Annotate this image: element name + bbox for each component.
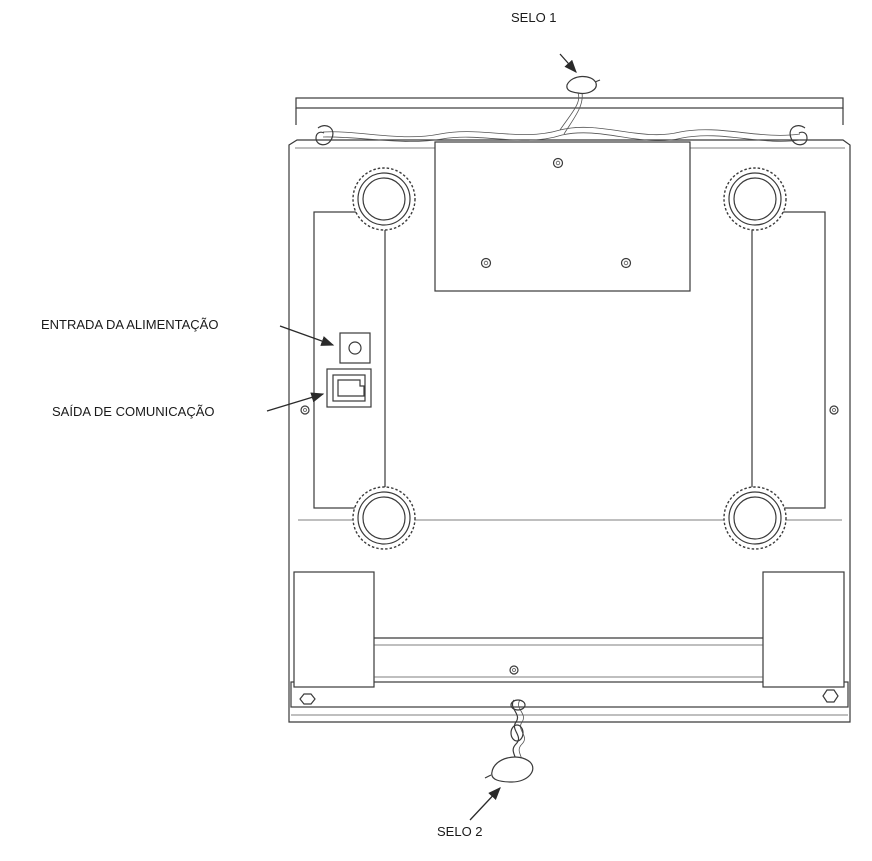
right-side-panel [751, 211, 826, 509]
bottom-right-block [762, 571, 845, 688]
comm-output-label: SAÍDA DE COMUNICAÇÃO [52, 404, 215, 419]
comm-output-arrow [266, 392, 325, 412]
seal-2-label: SELO 2 [437, 824, 483, 839]
bottom-right-corner-hole [822, 689, 839, 703]
bottom-left-corner-hole [299, 693, 316, 705]
foot-bottom-right [723, 486, 787, 550]
foot-top-right [723, 167, 787, 231]
seal-2-wire [510, 699, 526, 765]
top-cover-plate [434, 141, 691, 292]
bottom-left-block [293, 571, 375, 688]
seal-1-wire [315, 92, 808, 146]
bottom-rail-screw [509, 665, 519, 675]
foot-top-left [352, 167, 416, 231]
seal-1-label: SELO 1 [511, 10, 557, 25]
plate-screw-left [480, 257, 492, 269]
left-side-panel [313, 211, 386, 509]
plate-screw-right [620, 257, 632, 269]
right-side-screw [829, 405, 839, 415]
left-side-screw [300, 405, 310, 415]
communication-port [326, 368, 372, 408]
plate-screw-top [552, 157, 564, 169]
seal-2 [484, 756, 534, 783]
power-input-arrow [279, 325, 335, 346]
power-input-jack [339, 332, 371, 364]
foot-bottom-left [352, 486, 416, 550]
seal-1 [566, 75, 601, 95]
power-input-label: ENTRADA DA ALIMENTAÇÃO [41, 317, 218, 332]
seal-2-arrow [469, 787, 501, 821]
seal-1-arrow [559, 53, 577, 73]
